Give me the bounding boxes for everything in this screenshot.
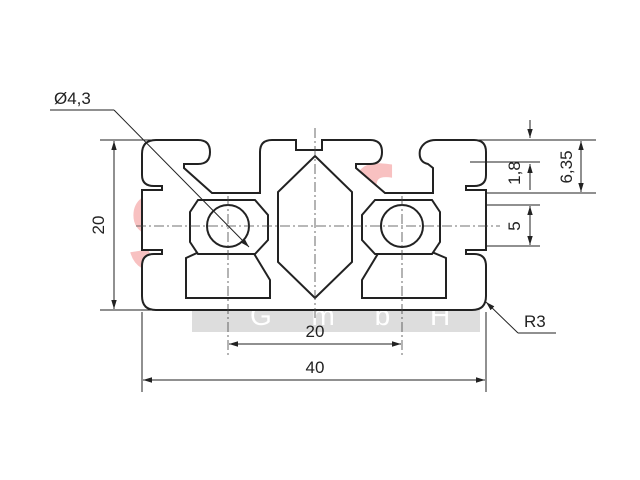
right-dimensions: 6,35 1,8 5 <box>470 120 596 247</box>
diameter-dimension: Ø4,3 <box>50 89 250 248</box>
width-dimension: 40 <box>141 312 487 392</box>
width-label: 40 <box>306 358 325 377</box>
diameter-label: Ø4,3 <box>54 89 91 108</box>
center-lines <box>136 128 500 356</box>
depth-large-label: 6,35 <box>557 150 576 183</box>
radius-dimension: R3 <box>485 301 556 334</box>
radius-label: R3 <box>524 312 546 331</box>
pitch-label: 20 <box>306 322 325 341</box>
depth-small-label: 1,8 <box>505 161 524 185</box>
pitch-dimension: 20 <box>229 322 401 347</box>
slot-label: 5 <box>505 221 524 230</box>
height-label: 20 <box>89 216 108 235</box>
height-dimension: 20 <box>89 139 156 311</box>
